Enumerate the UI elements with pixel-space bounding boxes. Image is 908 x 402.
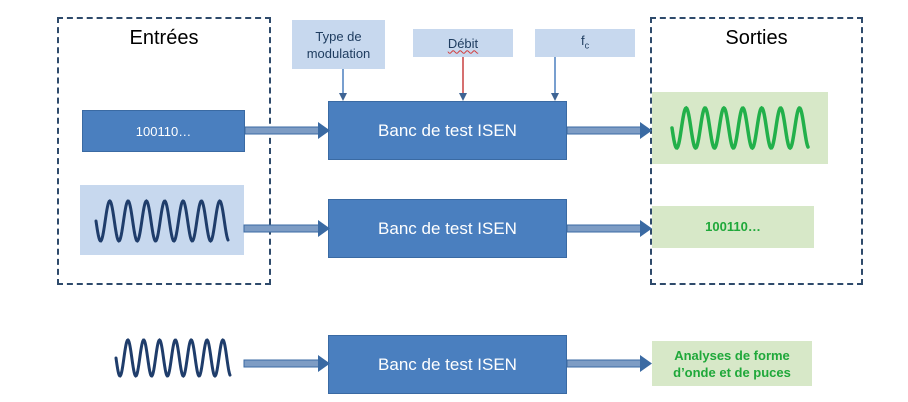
input-sine-wave-row3-icon bbox=[114, 338, 232, 378]
analysis-output-box: Analyses de forme d’onde et de puces bbox=[652, 341, 812, 386]
debit-box: Débit bbox=[413, 29, 513, 57]
outputs-group: Sorties bbox=[650, 17, 863, 285]
binary-input-label: 100110… bbox=[135, 123, 192, 139]
fc-label: fc bbox=[580, 32, 590, 51]
debit-label: Débit bbox=[447, 35, 479, 51]
flow-arrow-row2-in bbox=[243, 220, 330, 237]
test-bench-row2: Banc de test ISEN bbox=[328, 199, 567, 258]
flow-arrow-row3-out bbox=[566, 355, 652, 372]
inputs-group: Entrées bbox=[57, 17, 271, 285]
modulation-type-line2: modulation bbox=[306, 45, 371, 61]
analysis-line2: d’onde et de puces bbox=[673, 364, 791, 380]
output-sine-wave-icon bbox=[670, 105, 810, 151]
analysis-line1: Analyses de forme bbox=[674, 347, 790, 363]
fc-box: fc bbox=[535, 29, 635, 57]
test-bench-row3: Banc de test ISEN bbox=[328, 335, 567, 394]
modulation-type-box: Type de modulation bbox=[292, 20, 385, 69]
inputs-title: Entrées bbox=[129, 27, 199, 49]
test-bench-label: Banc de test ISEN bbox=[378, 120, 517, 140]
input-sine-wave-icon bbox=[94, 199, 230, 243]
flow-arrow-row2-out bbox=[566, 220, 652, 237]
flow-arrow-row1-in bbox=[244, 122, 330, 139]
binary-output-label: 100110… bbox=[705, 219, 761, 234]
outputs-title: Sorties bbox=[725, 27, 788, 49]
test-bench-label: Banc de test ISEN bbox=[378, 218, 517, 238]
test-bench-label: Banc de test ISEN bbox=[378, 354, 517, 374]
binary-input-box: 100110… bbox=[82, 110, 245, 152]
modulation-type-line1: Type de bbox=[315, 28, 362, 44]
test-bench-row1: Banc de test ISEN bbox=[328, 101, 567, 160]
flow-arrow-row1-out bbox=[566, 122, 652, 139]
binary-output-box: 100110… bbox=[652, 206, 814, 248]
flow-arrow-row3-in bbox=[243, 355, 330, 372]
